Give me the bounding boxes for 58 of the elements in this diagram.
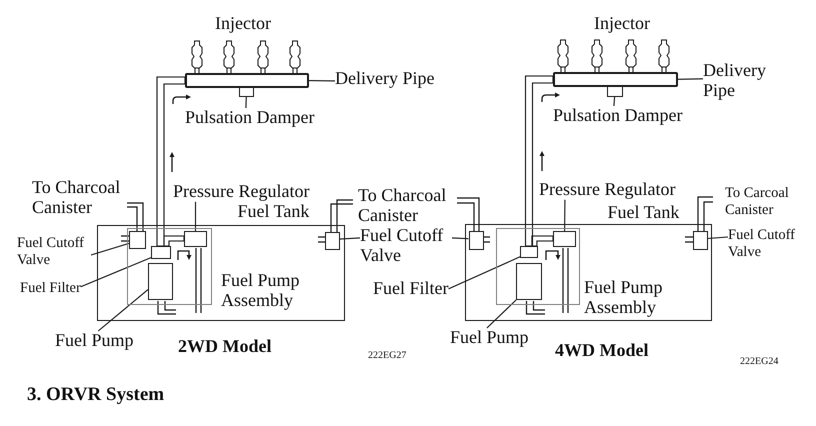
figure-code: 222EG24 <box>740 356 778 367</box>
leader-line <box>90 242 130 256</box>
leader-line <box>309 80 335 82</box>
pressure-regulator <box>553 231 576 247</box>
part-label: Fuel Pump <box>450 328 529 348</box>
pressure-regulator <box>184 231 207 247</box>
pulsation-damper <box>607 87 623 97</box>
leader-line <box>194 202 196 231</box>
fuel-pump <box>148 263 173 300</box>
leader-line <box>564 200 566 231</box>
figure-code: 222EG27 <box>368 350 406 361</box>
model-caption: 2WD Model <box>178 337 272 357</box>
model-caption: 4WD Model <box>555 341 648 361</box>
cutoff-valve <box>129 231 146 249</box>
leader-line <box>339 237 360 240</box>
part-label: Injector <box>594 14 650 34</box>
part-label: Delivery Pipe <box>335 69 434 89</box>
section-heading: 3. ORVR System <box>27 385 164 406</box>
cutoff-valve <box>468 230 484 250</box>
leader-line <box>452 237 469 240</box>
part-label: Pulsation Damper <box>553 106 682 126</box>
part-label: Fuel Cutoff Valve <box>360 226 452 266</box>
part-label: Pulsation Damper <box>185 108 314 128</box>
delivery-pipe <box>185 73 309 88</box>
assembly-label: Fuel Pump Assembly <box>584 278 664 318</box>
pipe-label: To Carcoal Canister <box>725 185 790 218</box>
pulsation-damper <box>239 88 254 97</box>
pipe-label: To Charcoal Canister <box>32 178 122 218</box>
pipe-label: To Charcoal Canister <box>358 186 448 226</box>
part-label: Fuel Cutoff Valve <box>728 227 802 260</box>
tank-label: Fuel Tank <box>608 202 680 222</box>
fuel-pump <box>516 263 542 300</box>
part-label: Fuel Pump <box>55 331 134 351</box>
part-label: Fuel Filter <box>373 279 448 299</box>
part-label: Pressure Regulator <box>539 180 676 200</box>
leader-line <box>707 236 728 240</box>
tank-label: Fuel Tank <box>238 202 310 222</box>
part-label: Fuel Filter <box>20 280 81 297</box>
part-label: Pressure Regulator <box>173 182 310 202</box>
leader-line <box>448 256 520 290</box>
part-label: Injector <box>215 14 271 34</box>
fuel-filter <box>151 246 171 259</box>
part-label: Fuel Cutoff Valve <box>17 235 91 268</box>
cutoff-valve <box>692 230 708 250</box>
leader-line <box>486 300 516 328</box>
assembly-label: Fuel Pump Assembly <box>221 271 301 311</box>
leader-line <box>678 78 704 80</box>
leader-line <box>245 96 247 108</box>
fuel-filter <box>520 246 538 258</box>
delivery-pipe <box>553 72 678 87</box>
fuel-pipe <box>163 235 185 247</box>
leader-line <box>613 96 616 106</box>
fuel-pipe <box>156 76 186 247</box>
cutoff-valve <box>324 232 340 250</box>
leader-line <box>98 289 148 332</box>
fuel-pipe <box>531 235 554 247</box>
part-label: Delivery Pipe <box>703 61 773 101</box>
fuel-pipe <box>524 75 554 247</box>
